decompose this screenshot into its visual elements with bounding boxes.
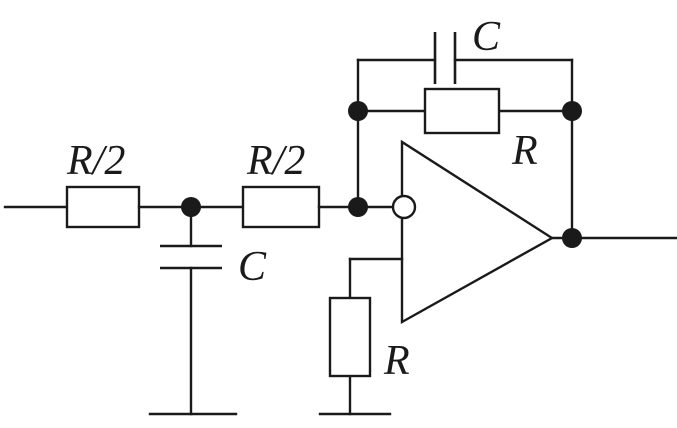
label-feedback-resistor: R	[511, 128, 538, 174]
label-feedback-capacitor: C	[472, 14, 501, 60]
feedback-resistor	[423, 87, 501, 135]
resistor-r-half-2	[241, 185, 321, 229]
shunt-capacitor	[160, 205, 222, 416]
op-amp	[400, 139, 555, 325]
junction-node-output	[562, 228, 582, 248]
junction-node-inverting-input	[348, 197, 368, 217]
junction-node-feedback-left	[348, 101, 368, 121]
label-shunt-capacitor: C	[238, 244, 267, 290]
feedback-wiring	[356, 58, 574, 240]
resistor-r-half-1	[65, 185, 141, 229]
feedback-capacitor	[433, 32, 457, 84]
junction-node-feedback-right	[562, 101, 582, 121]
label-input-resistor-2: R/2	[246, 138, 305, 184]
label-input-resistor-1: R/2	[66, 138, 125, 184]
ground-resistor-wiring	[348, 257, 404, 416]
junction-node-between-resistors	[181, 197, 201, 217]
label-ground-resistor: R	[383, 338, 410, 384]
inverting-input-bubble	[391, 194, 417, 220]
ground-resistor	[328, 296, 372, 378]
